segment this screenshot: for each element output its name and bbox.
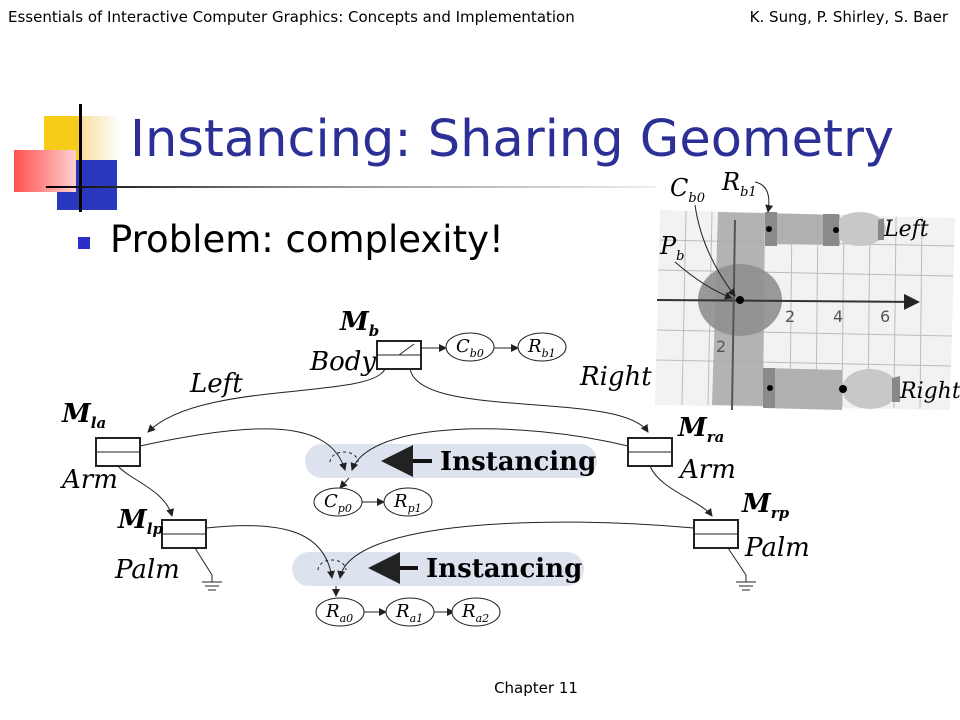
body-prim-r: Rb1	[527, 336, 556, 360]
figure-tick-2: 2	[785, 307, 795, 326]
body-label: Body	[309, 347, 376, 377]
instancing-label-arm: Instancing	[440, 447, 596, 477]
edge-right-label: Right	[579, 362, 652, 392]
edge-left-label: Left	[189, 369, 243, 399]
bullet-text: Problem: complexity!	[110, 218, 504, 261]
left-arm-node: Mla Arm	[60, 399, 141, 495]
figure-left-label: Left	[883, 217, 929, 242]
figure-label-c: Cb0	[670, 174, 705, 206]
right-arm-node: Mra Arm	[627, 413, 736, 485]
left-palm-label: Palm	[114, 555, 180, 585]
right-palm-label: Palm	[744, 533, 810, 563]
figure-tick-neg: 2	[716, 337, 726, 356]
figure-tick-4: 4	[833, 307, 843, 326]
geometry-figure: Cb0 Rb1 Pb Left Right 2 4 6 2	[655, 168, 960, 411]
instancing-label-palm: Instancing	[426, 554, 582, 584]
left-arm-label: Arm	[60, 465, 118, 495]
header-right-text: K. Sung, P. Shirley, S. Baer	[749, 8, 948, 26]
body-prim-c: Cb0	[456, 336, 484, 360]
body-matrix-label: Mb	[339, 307, 379, 340]
left-arm-matrix-label: Mla	[61, 399, 106, 432]
left-palm-matrix-label: Mlp	[117, 505, 163, 538]
right-palm-matrix-label: Mrp	[741, 489, 790, 522]
instancing-band-palm	[292, 552, 584, 586]
arm-prim-r: Rp1	[393, 491, 422, 515]
left-palm-node: Mlp Palm	[114, 505, 222, 591]
bullet-marker	[78, 237, 90, 249]
right-arm-label: Arm	[678, 455, 736, 485]
figure-label-r: Rb1	[721, 168, 757, 200]
figure-tick-6: 6	[880, 307, 890, 326]
arm-prim-c: Cp0	[324, 491, 352, 515]
palm-prim-0: Ra0	[325, 601, 353, 625]
right-palm-node: Mrp Palm	[693, 489, 810, 591]
palm-prim-1: Ra1	[395, 601, 423, 625]
header-left-text: Essentials of Interactive Computer Graph…	[8, 8, 575, 26]
instancing-band-arm	[305, 444, 597, 478]
figure-label-p: Pb	[659, 232, 684, 264]
footer-chapter: Chapter 11	[494, 679, 578, 697]
right-arm-matrix-label: Mra	[677, 413, 724, 446]
slide-title: Instancing: Sharing Geometry	[130, 110, 895, 169]
figure-right-label: Right	[899, 379, 960, 404]
body-node: Mb Body	[309, 307, 422, 377]
palm-prim-2: Ra2	[461, 601, 489, 625]
